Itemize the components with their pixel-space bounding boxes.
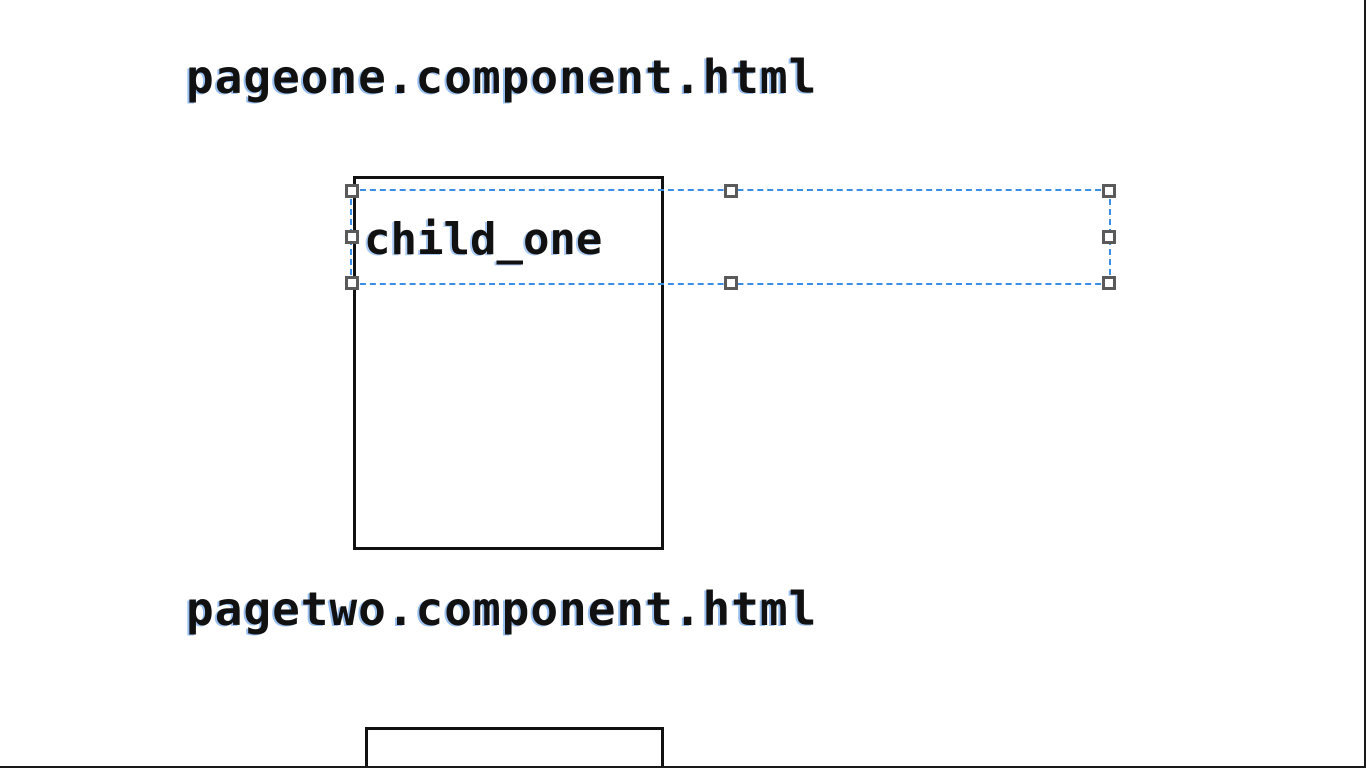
resize-handle-top-right[interactable] (1102, 184, 1116, 198)
pageone-component-frame[interactable] (353, 176, 664, 550)
child-one-text[interactable]: child_one (364, 214, 603, 265)
resize-handle-bottom-center[interactable] (723, 276, 738, 290)
resize-handle-top-center[interactable] (723, 184, 738, 198)
pageone-component-label: pageone.component.html (186, 50, 818, 104)
resize-handle-top-left[interactable] (345, 184, 359, 198)
resize-handle-bottom-left[interactable] (345, 276, 359, 290)
resize-handle-bottom-right[interactable] (1102, 276, 1116, 290)
resize-handle-middle-right[interactable] (1102, 230, 1116, 244)
pagetwo-component-frame[interactable] (365, 727, 664, 766)
resize-handle-middle-left[interactable] (345, 230, 359, 244)
selection-box[interactable] (345, 184, 1116, 290)
pagetwo-component-label: pagetwo.component.html (186, 582, 818, 636)
